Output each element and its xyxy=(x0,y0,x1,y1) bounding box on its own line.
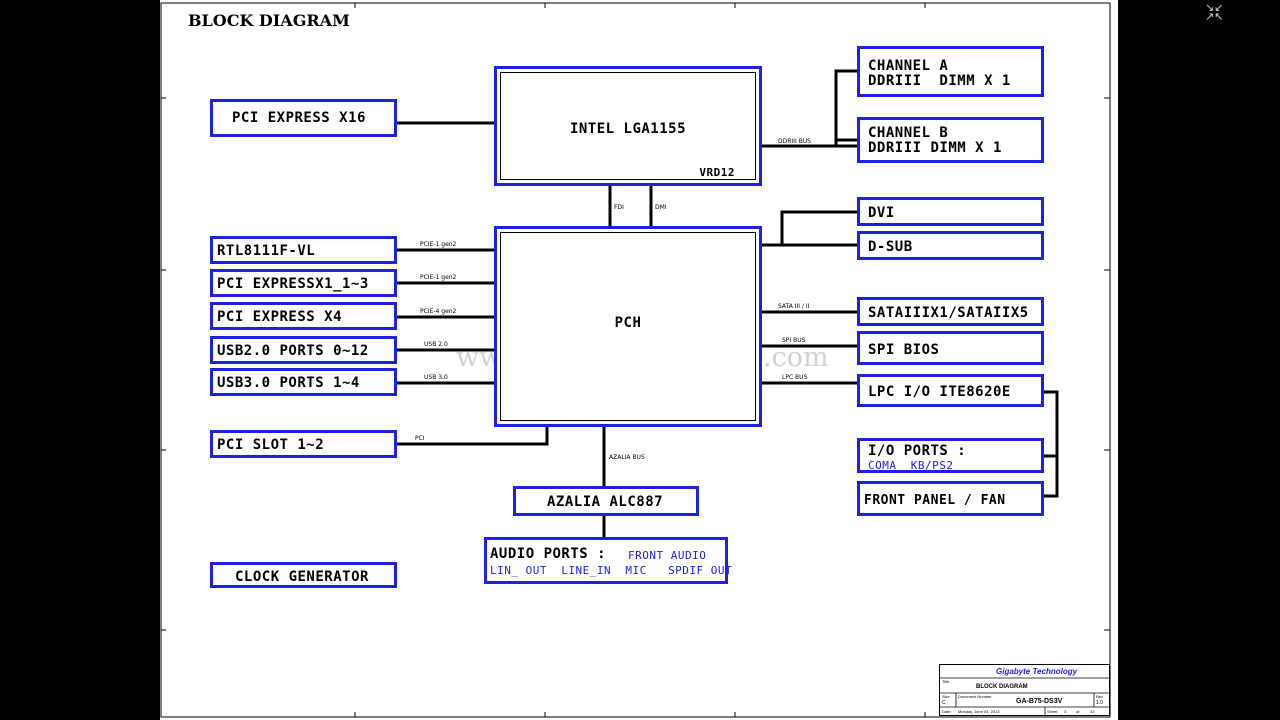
ddr-bus-label: DDRIII BUS xyxy=(778,138,811,145)
front-panel-block: FRONT PANEL / FAN xyxy=(857,481,1044,516)
pch-label: PCH xyxy=(614,315,642,331)
dmi-bus-label: DMI xyxy=(655,204,667,211)
sheet-value: 3 xyxy=(1064,709,1067,714)
sheet-label: Sheet xyxy=(1047,709,1058,714)
pci-slot-label: PCI SLOT 1~2 xyxy=(217,437,325,453)
audio-ports-label: AUDIO PORTS : xyxy=(490,546,607,562)
pcie-x1-label: PCI EXPRESSX1_1~3 xyxy=(217,276,369,292)
cpu-vrd-label: VRD12 xyxy=(699,166,735,179)
spi-bus-label: SPI BUS xyxy=(782,337,806,344)
channel-a-block: CHANNEL A DDRIII DIMM X 1 xyxy=(857,46,1044,97)
pci-slot-block: PCI SLOT 1~2 xyxy=(210,430,397,458)
cpu-block: INTEL LGA1155 VRD12 xyxy=(494,66,762,186)
size-label: Size xyxy=(942,694,950,699)
front-panel-label: FRONT PANEL / FAN xyxy=(864,493,1006,508)
spi-bios-block: SPI BIOS xyxy=(857,331,1044,365)
date-value: Monday, June 03, 2013 xyxy=(958,709,1000,714)
fdi-bus-label: FDI xyxy=(614,204,624,211)
wiring xyxy=(160,2,1111,718)
rev-value: 1.0 xyxy=(1096,700,1103,706)
wire-pci xyxy=(396,426,549,446)
usb2-block: USB2.0 PORTS 0~12 xyxy=(210,336,397,364)
title-field-value: BLOCK DIAGRAM xyxy=(976,684,1028,690)
fullscreen-icon[interactable]: ↘↙↗↖ xyxy=(1205,1,1224,23)
io-ports-label: I/O PORTS : xyxy=(868,443,967,459)
channel-a-dimm-label: DDRIII DIMM X 1 xyxy=(868,73,1011,89)
usb3-block: USB3.0 PORTS 1~4 xyxy=(210,368,397,396)
pcie4-bus-label: PCIE-4 gen2 xyxy=(420,308,457,315)
pcie1-b-bus-label: PCIE-1 gen2 xyxy=(420,274,457,281)
dsub-block: D-SUB xyxy=(857,231,1044,260)
page-title: BLOCK DIAGRAM xyxy=(188,11,350,30)
of-value: 33 xyxy=(1090,709,1095,714)
pci-bus-label: PCI xyxy=(415,435,425,442)
pch-block: PCH xyxy=(494,226,762,427)
channel-b-dimm-label: DDRIII DIMM X 1 xyxy=(868,140,1002,156)
pcie1-a-bus-label: PCIE-1 gen2 xyxy=(420,241,457,248)
audio-ports-sub-label: LIN_ OUT LINE_IN MIC SPDIF OUT xyxy=(490,564,733,577)
usb3-label: USB3.0 PORTS 1~4 xyxy=(217,375,360,391)
pcie-x16-label: PCI EXPRESS X16 xyxy=(232,110,366,126)
title-field-label: Title xyxy=(942,679,950,684)
pcie-x4-label: PCI EXPRESS X4 xyxy=(217,309,343,325)
docnum-value: GA-B75-DS3V xyxy=(1016,698,1063,705)
date-label: Date: xyxy=(942,709,952,714)
io-ports-sub-label: COMA KB/PS2 xyxy=(868,459,954,472)
wire-dvi xyxy=(760,210,858,247)
usb30-bus-label: USB 3.0 xyxy=(424,374,448,381)
usb20-bus-label: USB 2.0 xyxy=(424,341,448,348)
rev-label: Rev xyxy=(1096,694,1104,699)
azalia-bus-label: AZALIA BUS xyxy=(609,454,645,461)
channel-b-label: CHANNEL B xyxy=(868,125,949,141)
sata-label: SATAIIIX1/SATAIIX5 xyxy=(868,305,1029,321)
title-block: Gigabyte Technology Title BLOCK DIAGRAM … xyxy=(939,664,1111,717)
pcie-x1-block: PCI EXPRESSX1_1~3 xyxy=(210,269,397,297)
audio-front-label: FRONT AUDIO xyxy=(628,549,707,562)
io-ports-block: I/O PORTS : COMA KB/PS2 xyxy=(857,438,1044,473)
company-name: Gigabyte Technology xyxy=(996,667,1078,676)
audio-ports-block: AUDIO PORTS : FRONT AUDIO LIN_ OUT LINE_… xyxy=(484,537,732,584)
lpc-io-block: LPC I/O ITE8620E xyxy=(857,374,1044,407)
clock-generator-block: CLOCK GENERATOR xyxy=(210,562,397,588)
title-block-grid xyxy=(940,677,1111,717)
sata-bus-label: SATA III / II xyxy=(778,303,810,310)
size-value: C xyxy=(942,700,946,706)
azalia-label: AZALIA ALC887 xyxy=(547,494,664,510)
usb2-label: USB2.0 PORTS 0~12 xyxy=(217,343,369,359)
dvi-block: DVI xyxy=(857,197,1044,226)
channel-b-block: CHANNEL B DDRIII DIMM X 1 xyxy=(857,117,1044,163)
cpu-label: INTEL LGA1155 xyxy=(569,121,687,137)
pcie-x16-block: PCI EXPRESS X16 xyxy=(210,99,397,137)
channel-a-label: CHANNEL A xyxy=(868,58,949,74)
spi-bios-label: SPI BIOS xyxy=(868,342,940,358)
clock-generator-label: CLOCK GENERATOR xyxy=(235,569,369,585)
pcie-x4-block: PCI EXPRESS X4 xyxy=(210,302,397,330)
sata-block: SATAIIIX1/SATAIIX5 xyxy=(857,297,1044,326)
wire-chan-a xyxy=(834,69,858,146)
dsub-label: D-SUB xyxy=(868,239,913,255)
lpc-bus-label: LPC BUS xyxy=(782,374,808,381)
azalia-block: AZALIA ALC887 xyxy=(513,486,699,516)
docnum-label: Document Number xyxy=(958,694,992,699)
dvi-label: DVI xyxy=(868,205,895,221)
rtl-label: RTL8111F-VL xyxy=(217,243,316,259)
rtl-block: RTL8111F-VL xyxy=(210,236,397,264)
wire-lpc-bus-right xyxy=(1043,390,1059,498)
schematic-sheet: BLOCK DIAGRAM www.teknisi-indonesia.com … xyxy=(160,0,1118,720)
sheet-frame xyxy=(160,2,1111,718)
lpc-io-label: LPC I/O ITE8620E xyxy=(868,384,1011,400)
of-label: of xyxy=(1076,709,1080,714)
